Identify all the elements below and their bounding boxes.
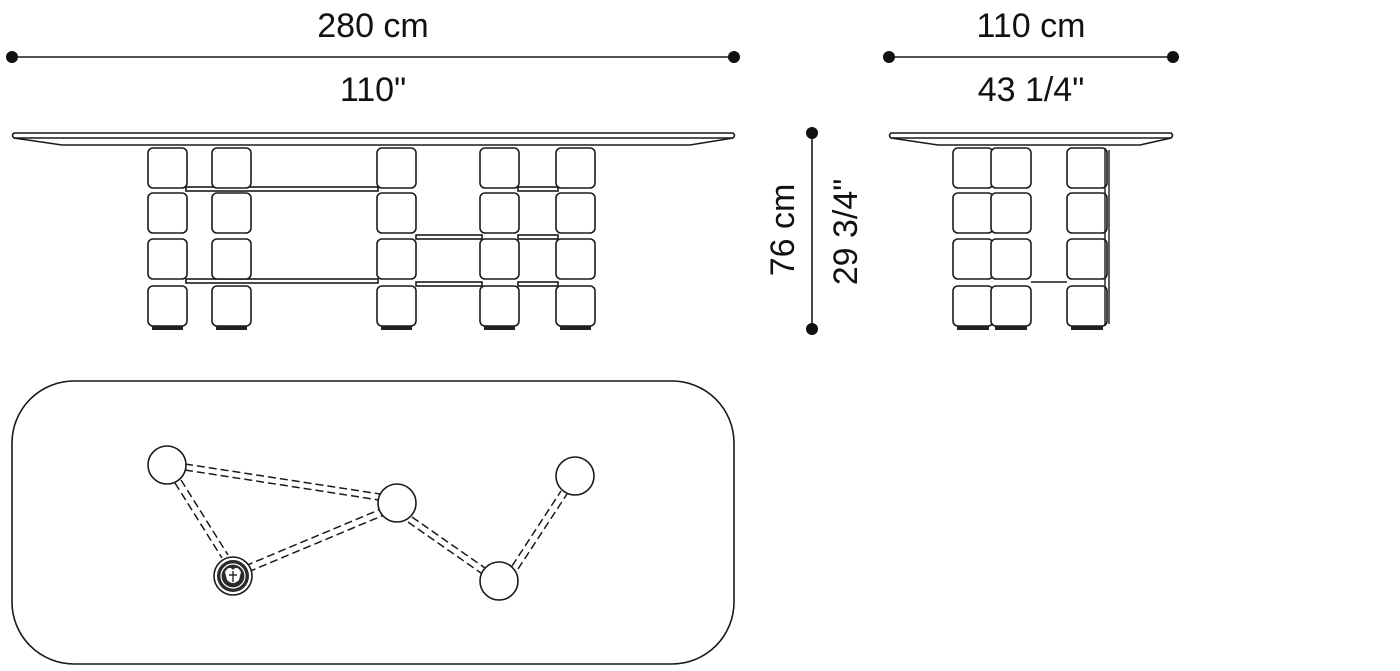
plan-leg-2 [377,483,417,523]
height-dimension: 76 cm 29 3/4" [764,127,865,335]
front-leg-columns [147,147,596,330]
front-width-dimension: 280 cm 110" [6,7,740,109]
side-width-cm-label: 110 cm [977,7,1086,45]
plan-leg-1 [147,445,187,485]
plan-leg-4 [555,456,595,496]
plan-leg-5-with-logo [213,556,253,596]
front-leg-column-5 [555,147,596,330]
plan-leg-3 [479,561,519,601]
front-leg-column-3 [376,147,417,330]
plan-stretchers [174,463,568,574]
height-cm-label: 76 cm [764,184,802,277]
side-tabletop [888,132,1174,146]
front-width-in-label: 110" [340,71,406,109]
side-leg-column-1 [952,147,994,330]
front-leg-column-4 [479,147,520,330]
side-leg-column-3 [1066,147,1108,330]
front-tabletop [11,132,736,146]
brand-logo-icon [220,563,246,589]
plan-tabletop-outline [11,380,735,665]
side-leg-column-2 [990,147,1032,330]
front-stretchers [185,186,559,287]
plan-legs [147,445,595,601]
side-width-in-label: 43 1/4" [978,71,1085,109]
top-plan-view [11,380,735,665]
side-elevation-view [888,132,1174,330]
side-width-dimension: 110 cm 43 1/4" [883,7,1179,109]
front-elevation-view [11,132,736,330]
front-leg-column-1 [147,147,188,330]
front-width-cm-label: 280 cm [317,7,429,45]
height-in-label: 29 3/4" [827,179,865,286]
side-leg-columns [952,147,1110,330]
front-leg-column-2 [211,147,252,330]
